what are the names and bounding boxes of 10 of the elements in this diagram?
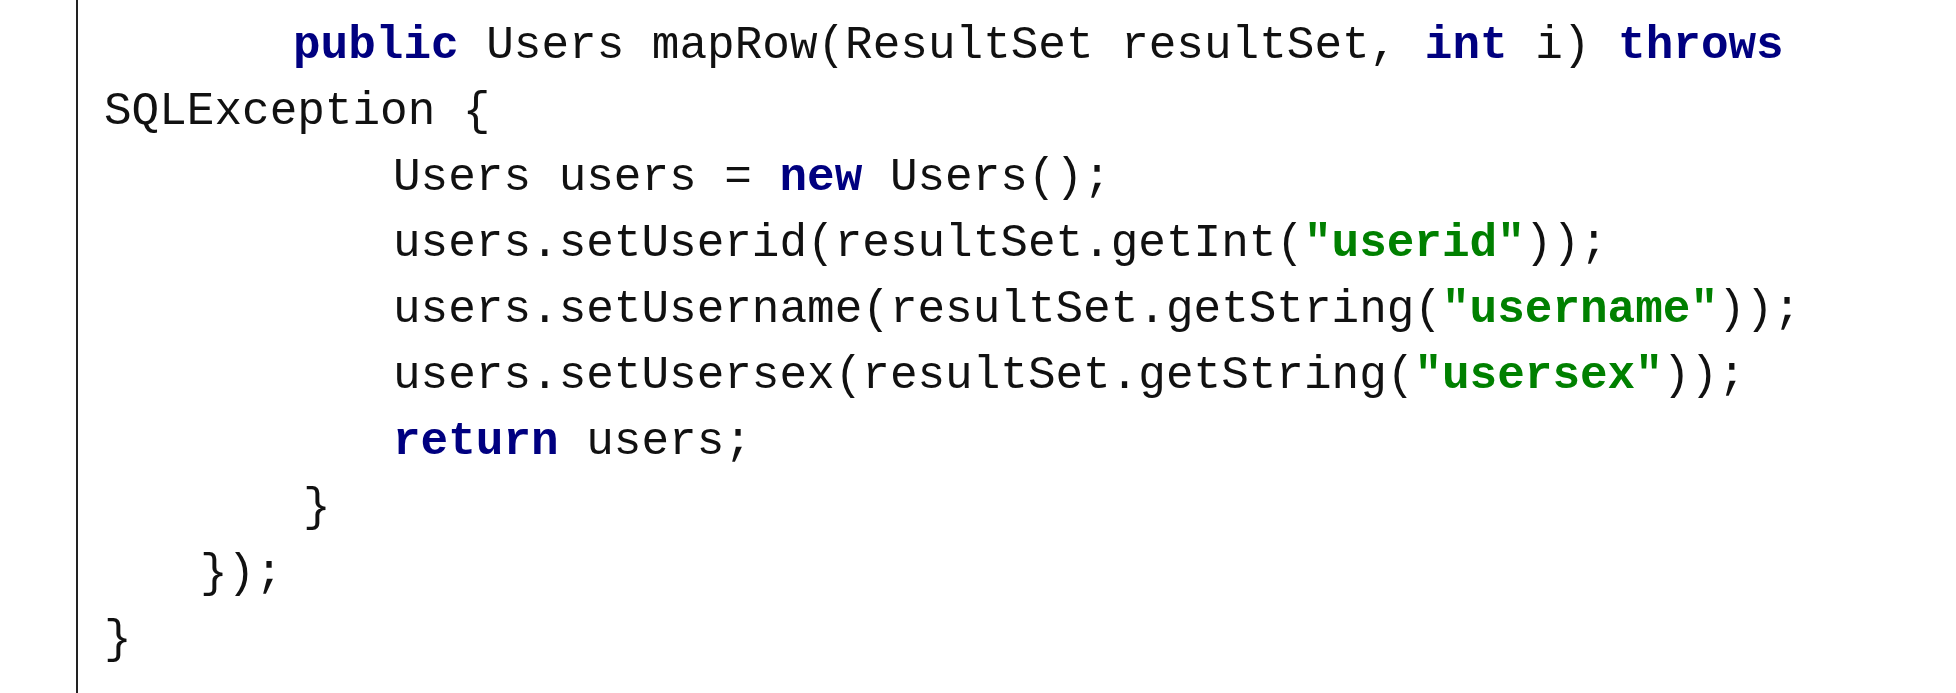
code-line: public Users mapRow(ResultSet resultSet, int i) throws bbox=[293, 19, 1784, 74]
code-line: users.setUserid(resultSet.getInt("userid")); bbox=[393, 217, 1608, 272]
code-line: }); bbox=[200, 547, 283, 602]
code-line: SQLException { bbox=[104, 85, 491, 140]
code-line: users.setUsername(resultSet.getString("username")); bbox=[393, 283, 1801, 338]
code-line: } bbox=[303, 481, 331, 536]
code-line: Users users = new Users(); bbox=[393, 151, 1111, 206]
code-line: return users; bbox=[393, 415, 752, 470]
code-line: users.setUsersex(resultSet.getString("usersex")); bbox=[393, 349, 1746, 404]
code-line: } bbox=[104, 613, 132, 668]
